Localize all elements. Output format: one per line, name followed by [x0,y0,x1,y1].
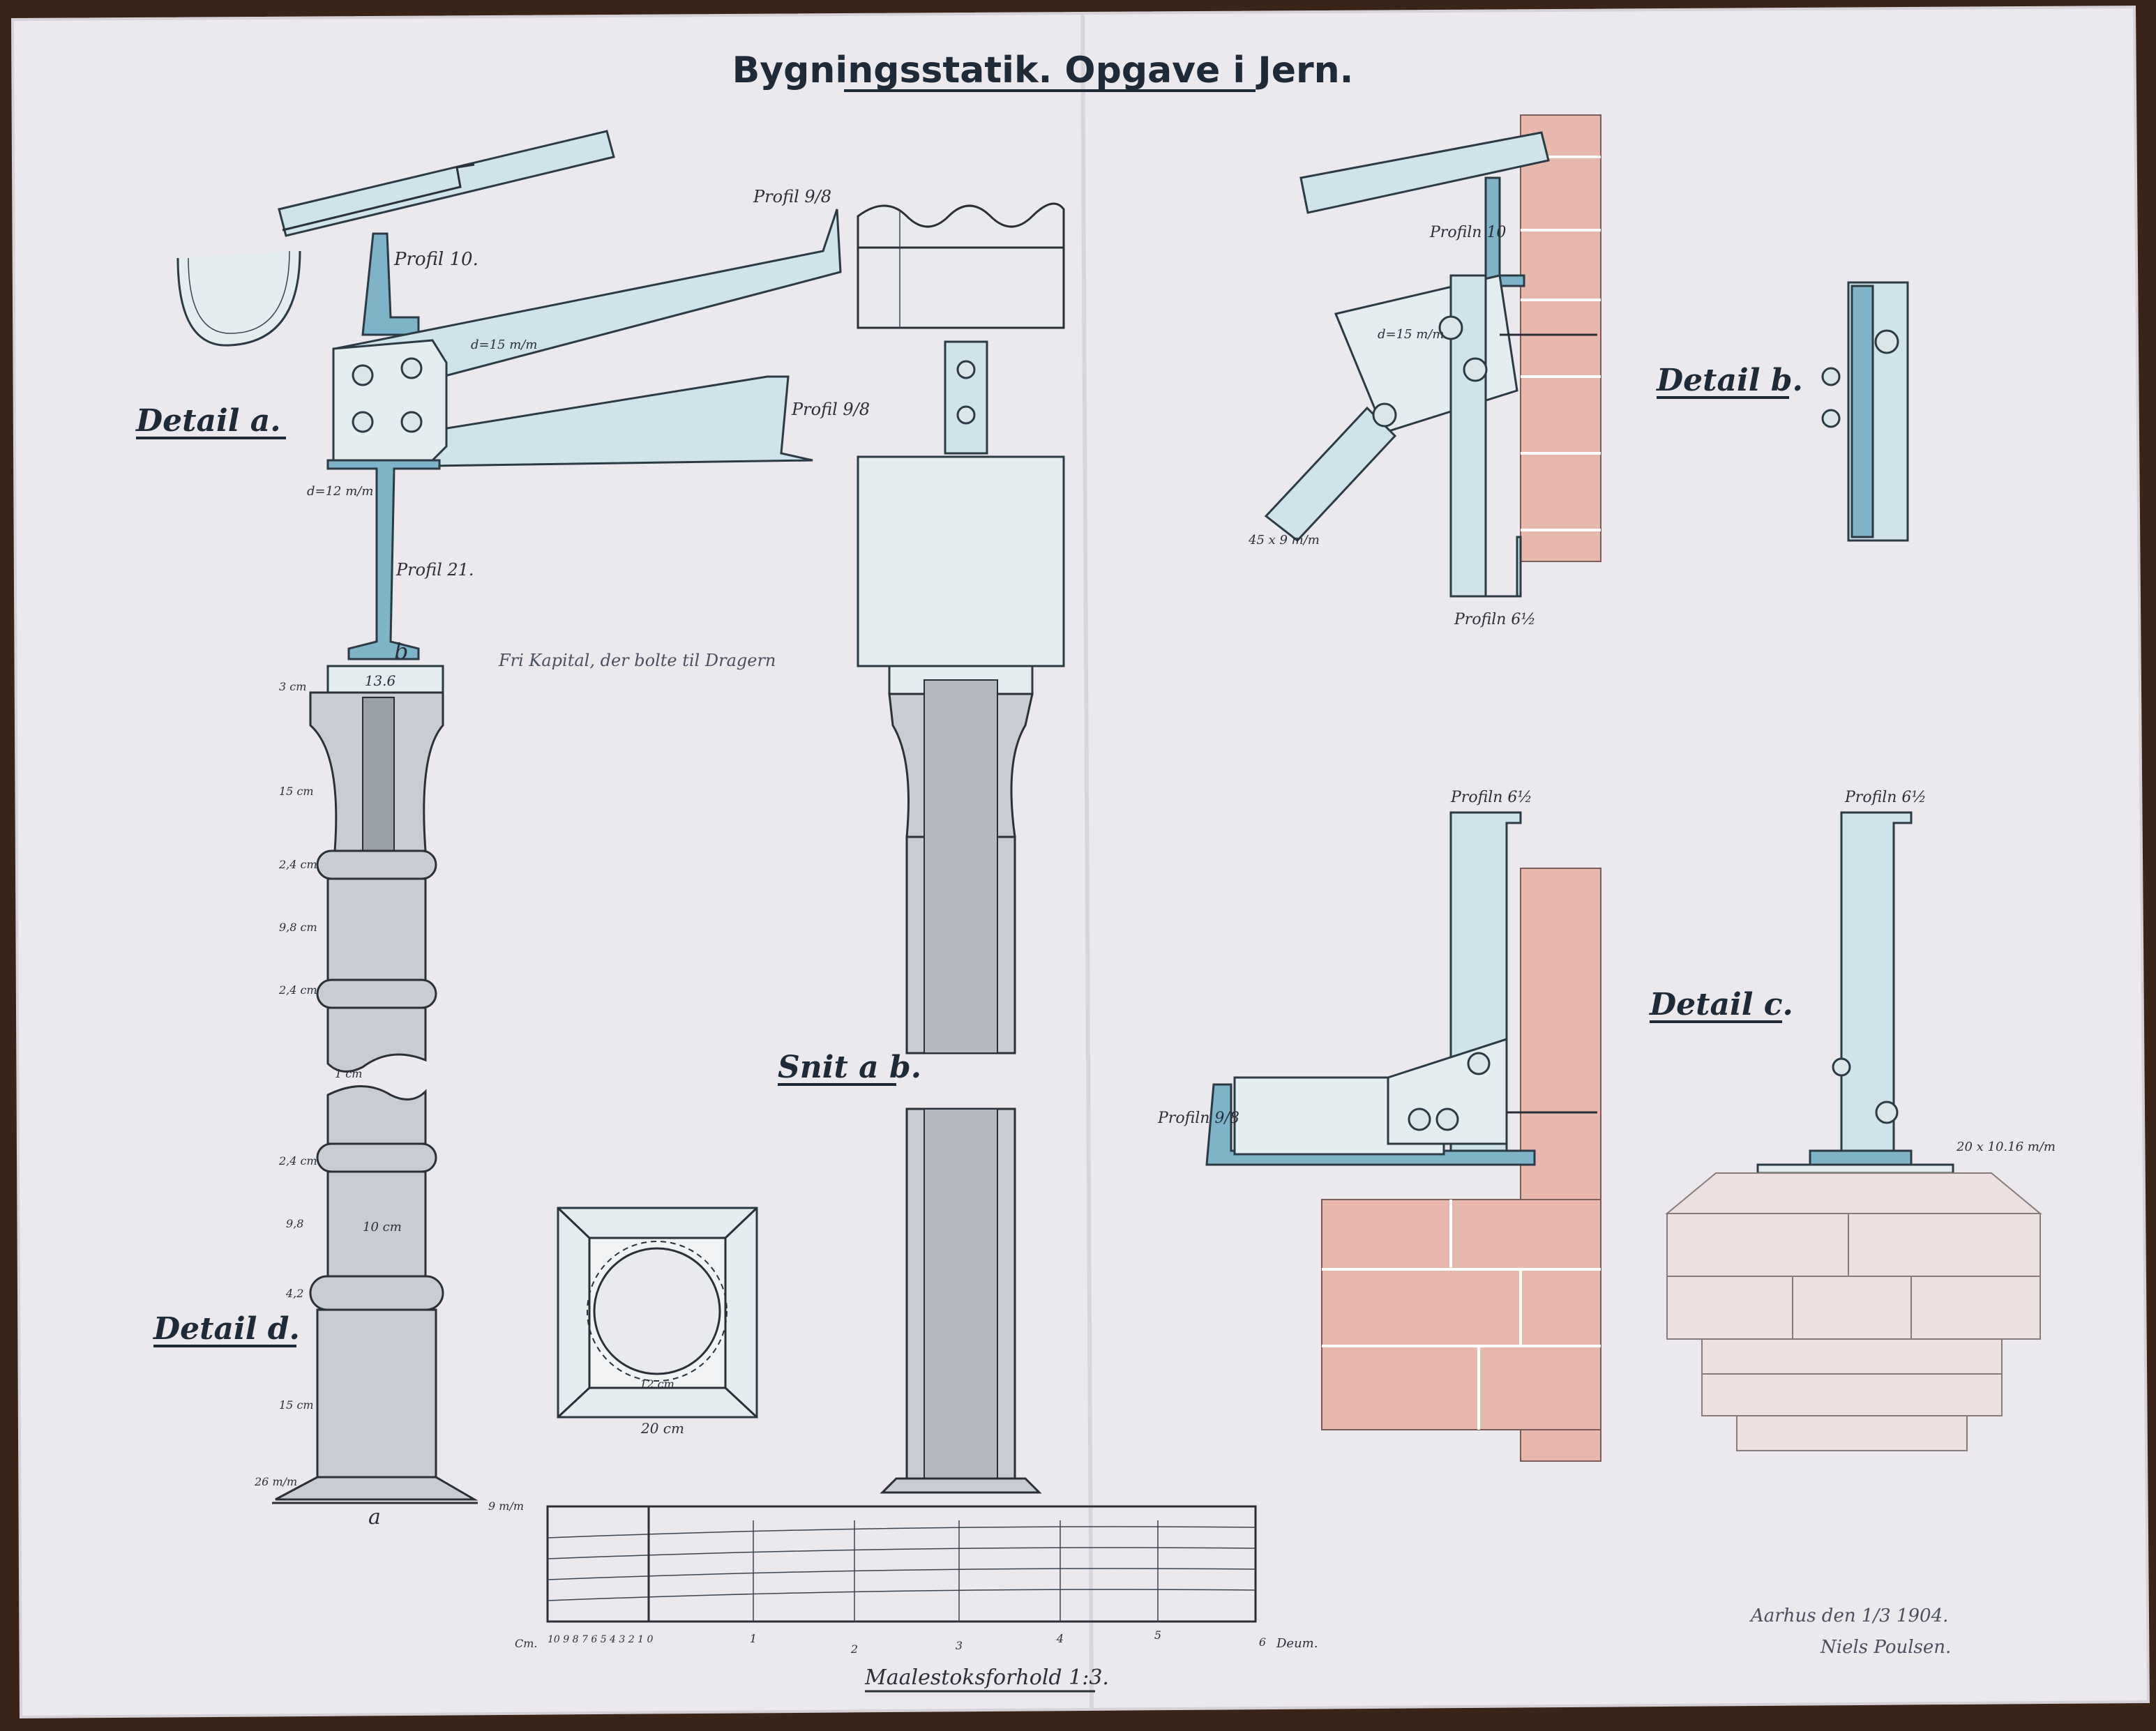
label-base-width: 20 cm [640,1420,684,1437]
svg-text:15 cm: 15 cm [279,1398,314,1412]
label-profil-98-mid: Profil 9/8 [791,400,870,419]
label-base-left: 26 m/m [254,1475,297,1488]
label-d15: d=15 m/m [471,338,537,352]
label-c-profil-65-left: Profiln 6½ [1450,789,1532,806]
scale-small-ticks: 10 9 8 7 6 5 4 3 2 1 0 [548,1634,653,1645]
detail-d-column: 13.6 b a 10 cm 26 m/m 9 m/m 3 cm 15 cm 2… [152,638,776,1529]
label-b-d15: d=15 m/m [1378,327,1444,342]
label-base-right: 9 m/m [488,1499,524,1513]
scale-bar: 1 2 3 4 5 6 Deum. Cm. 10 9 8 7 6 5 4 3 2… [515,1505,1318,1693]
svg-text:6: 6 [1259,1635,1266,1649]
detail-c-pier: Profiln 6½ 20 x 10.16 m/m Detail c. [1648,789,2056,1451]
base-plate-plan: 12 cm 20 cm [557,1207,758,1437]
label-c-profil-65-right: Profiln 6½ [1844,789,1927,806]
label-b-profil-65: Profiln 6½ [1454,611,1536,628]
drawing-title: Bygningsstatik. Opgave i Jern. [732,50,1354,91]
label-b-profil-10: Profiln 10 [1429,224,1506,241]
section-ab: Snit a b. [778,202,1065,1494]
label-c-profil-98: Profiln 9/8 [1157,1110,1239,1127]
paper-fold [1080,13,1094,1709]
svg-text:4: 4 [1056,1632,1064,1645]
label-c-bolt: 20 x 10.16 m/m [1956,1140,2056,1154]
label-b-45x9: 45 x 9 m/m [1248,533,1320,547]
svg-text:9,8: 9,8 [286,1217,303,1230]
svg-text:15 cm: 15 cm [279,785,314,798]
gusset-plate [332,339,448,462]
detail-a-heading: Detail a. [135,403,281,439]
label-profil-21: Profil 21. [395,560,474,580]
svg-text:4,2: 4,2 [285,1287,303,1300]
svg-text:3: 3 [956,1639,963,1652]
svg-text:9,8 cm: 9,8 cm [279,921,317,934]
label-base-inner: 12 cm [640,1377,674,1391]
detail-b-heading: Detail b. [1655,363,1803,398]
detail-b-wall-bearing: Profiln 10 d=15 m/m 45 x 9 m/m Profiln 6… [1248,114,1601,628]
label-point-a: a [368,1505,381,1529]
handwritten-note: Fri Kapital, der bolte til Dragern [498,651,776,670]
svg-text:1 cm: 1 cm [335,1067,362,1080]
label-profil-98-top: Profil 9/8 [753,187,831,206]
label-cap-width: 13.6 [365,672,396,689]
detail-c-heading: Detail c. [1648,987,1793,1022]
detail-c-angle-plate: Detail b. [1655,281,1909,542]
svg-text:3 cm: 3 cm [279,680,306,693]
scale-unit-right: Deum. [1276,1636,1318,1651]
label-point-b: b [394,638,408,665]
signature-block: Aarhus den 1/3 1904. Niels Poulsen. [1749,1605,1951,1658]
svg-text:2,4 cm: 2,4 cm [278,983,317,997]
detail-c-wall: Profiln 6½ Profiln 9/8 [1157,789,1601,1462]
scale-unit-left: Cm. [515,1637,538,1650]
scale-caption: Maalestoksforhold 1:3. [864,1665,1109,1690]
label-d12: d=12 m/m [307,484,373,499]
label-profil-10: Profil 10. [393,249,478,270]
place-date: Aarhus den 1/3 1904. [1749,1605,1948,1626]
svg-text:2,4 cm: 2,4 cm [278,858,317,871]
detail-a-truss-joint: Profil 10. Profil 9/8 Profil 9/8 d=15 m/… [135,130,870,660]
svg-text:2,4 cm: 2,4 cm [278,1154,317,1167]
scale-ticks: 1 2 3 4 5 6 [750,1628,1266,1656]
svg-text:5: 5 [1154,1628,1161,1642]
section-heading: Snit a b. [778,1050,921,1085]
column-dimensions: 3 cm 15 cm 2,4 cm 9,8 cm 2,4 cm 1 cm 2,4… [278,680,362,1412]
gutter [176,250,301,347]
svg-text:1: 1 [750,1632,757,1645]
detail-d-heading: Detail d. [152,1311,300,1347]
label-col-inner: 10 cm [363,1220,402,1234]
signature-name: Niels Poulsen. [1820,1637,1951,1658]
svg-text:2: 2 [850,1642,858,1656]
